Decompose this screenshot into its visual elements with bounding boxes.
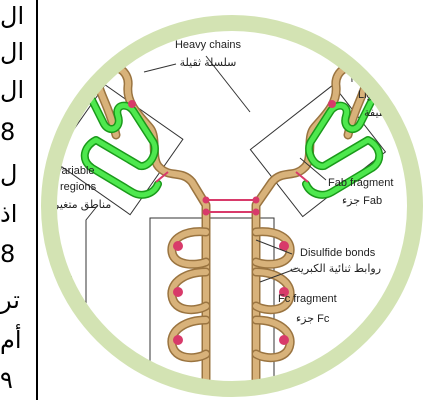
disulfide-bonds-label: Disulfide bonds <box>300 247 376 259</box>
fab-fragment-label-ar: جزء Fab <box>342 195 382 207</box>
disulfide-dot <box>204 210 209 215</box>
disulfide-dot <box>174 336 182 344</box>
fab-fragment-label: Fab fragment <box>328 177 393 189</box>
variable-regions-label: regions <box>60 181 97 193</box>
disulfide-dot <box>280 242 288 250</box>
disulfide-dot <box>174 242 182 250</box>
disulfide-dot <box>254 210 259 215</box>
disulfide-dot <box>129 101 135 107</box>
variable-regions-label-ar: مناطق متغيرة <box>48 199 111 212</box>
heavy-chains-label: Heavy chains <box>175 39 242 51</box>
disulfide-dot <box>254 198 259 203</box>
disulfide-dot <box>204 198 209 203</box>
fc-fragment-label: Fc fragment <box>278 293 337 305</box>
disulfide-dot <box>329 101 335 107</box>
disulfide-bonds-label-ar: روابط ثنائية الكبريت <box>290 263 381 275</box>
disulfide-dot <box>280 336 288 344</box>
disulfide-dot <box>174 288 182 296</box>
fc-fragment-label-ar: جزء Fc <box>296 313 330 325</box>
heavy-chains-label-ar: سلسلة ثقيلة <box>180 57 237 69</box>
